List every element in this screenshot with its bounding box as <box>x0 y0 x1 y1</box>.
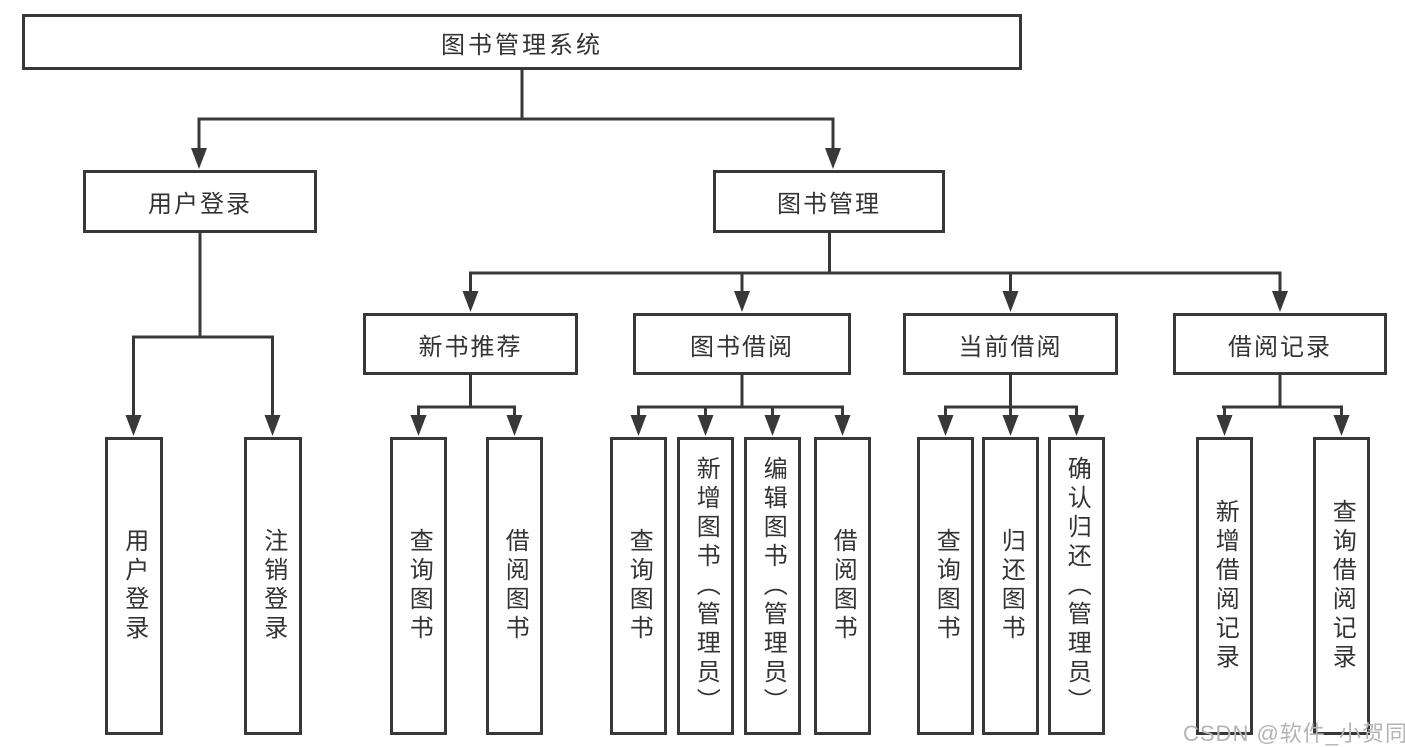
arrow-book-borrow <box>734 291 750 312</box>
leaf-borrow-query-books: 查询图书 <box>610 437 667 735</box>
node-book-borrow: 图书借阅 <box>633 313 851 375</box>
arrow-new-book-rec <box>462 291 479 312</box>
leaf-rec-borrow-books: 借阅图书 <box>486 437 543 735</box>
arrow-leaf-cur-confirm <box>1068 415 1085 436</box>
node-new-book-recommend: 新书推荐 <box>363 313 578 375</box>
arrow-current-borrow <box>1002 291 1019 312</box>
arrow-leaf-logout <box>264 415 281 436</box>
arrow-leaf-rec-query <box>410 415 427 436</box>
arrow-leaf-cur-query <box>937 415 954 436</box>
arrow-leaf-user-login <box>125 415 142 436</box>
arrow-leaf-rec-borrow <box>506 415 523 436</box>
arrowheads <box>125 148 1350 436</box>
arrow-leaf-cur-return <box>1002 415 1019 436</box>
leaf-borrow-books: 借阅图书 <box>814 437 871 735</box>
arrow-user-login <box>191 148 207 169</box>
leaf-return-books: 归还图书 <box>982 437 1039 735</box>
arrow-leaf-bor-query <box>630 415 647 436</box>
arrow-book-mgmt <box>825 148 841 169</box>
leaf-user-login: 用户登录 <box>105 437 163 735</box>
node-root-library-system: 图书管理系统 <box>22 14 1022 70</box>
arrow-leaf-bor-add <box>697 415 714 436</box>
leaf-logout: 注销登录 <box>244 437 302 735</box>
leaf-confirm-return-admin: 确认归还（管理员） <box>1048 437 1105 735</box>
leaf-cur-query-books: 查询图书 <box>917 437 974 735</box>
leaf-add-borrow-record: 新增借阅记录 <box>1196 437 1253 735</box>
arrow-leaf-bor-edit <box>764 415 781 436</box>
leaf-add-books-admin: 新增图书（管理员） <box>677 437 734 735</box>
leaf-edit-books-admin: 编辑图书（管理员） <box>744 437 801 735</box>
arrow-leaf-bor-borrow <box>834 415 851 436</box>
arrow-leaf-record-query <box>1333 415 1350 436</box>
leaf-rec-query-books: 查询图书 <box>390 437 447 735</box>
leaf-query-borrow-record: 查询借阅记录 <box>1313 437 1370 735</box>
arrow-borrow-record <box>1272 291 1288 312</box>
node-borrow-record: 借阅记录 <box>1173 313 1387 375</box>
node-user-login: 用户登录 <box>83 170 317 233</box>
node-book-management: 图书管理 <box>713 170 945 233</box>
node-current-borrow: 当前借阅 <box>903 313 1118 375</box>
csdn-watermark: CSDN @软件_小贺同学 <box>1183 721 1405 746</box>
arrow-leaf-record-add <box>1216 415 1233 436</box>
